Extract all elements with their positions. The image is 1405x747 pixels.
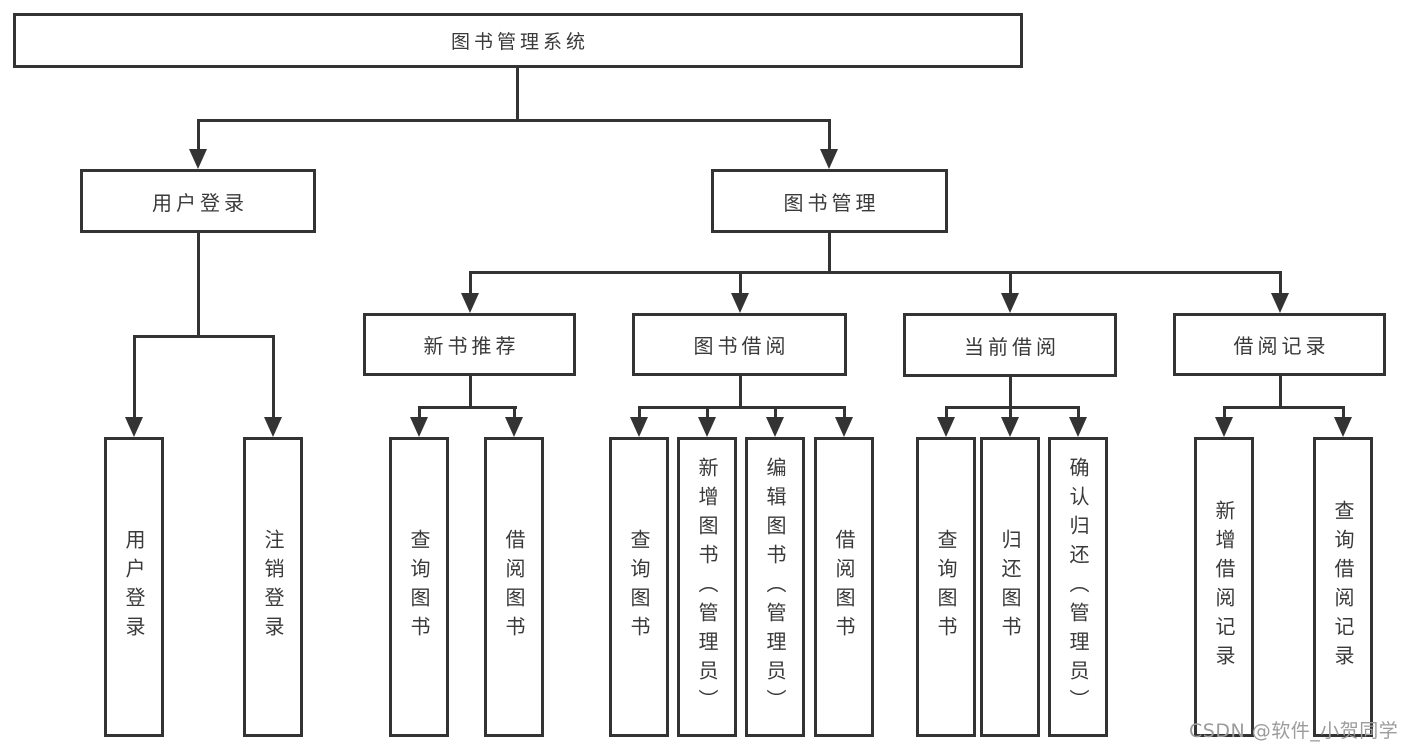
arrow-down-to-leaf-query-book-1	[410, 406, 428, 437]
connector-root-stem	[516, 68, 519, 122]
arrow-down-to-leaf-user-login	[125, 335, 143, 437]
arrow-down-to-leaf-query-book-3	[937, 406, 955, 437]
arrow-down-to-leaf-query-record	[1334, 406, 1352, 437]
connector-book-borrow-stem	[739, 376, 742, 407]
leaf-add-book-admin: 新增图书（管理员）	[677, 437, 737, 737]
node-book-borrowing: 图书借阅	[632, 313, 847, 376]
connector-current-borrow-crossbar	[945, 406, 1080, 409]
arrow-down-to-leaf-add-book	[698, 406, 716, 437]
arrow-down-to-leaf-return-book	[1001, 406, 1019, 437]
csdn-watermark: CSDN @软件_小贺同学	[1189, 720, 1399, 742]
leaf-add-borrow-record: 新增借阅记录	[1194, 437, 1254, 737]
node-new-book-recommend: 新书推荐	[363, 313, 576, 376]
connector-book-borrow-crossbar	[638, 406, 846, 409]
arrow-down-to-leaf-confirm-return	[1069, 406, 1087, 437]
arrow-down-to-borrow-records	[1271, 271, 1289, 313]
connector-book-mgmt-crossbar	[469, 271, 1282, 274]
connector-new-book-stem	[469, 376, 472, 407]
connector-borrow-record-stem	[1279, 376, 1282, 407]
connector-user-login-crossbar	[133, 335, 275, 338]
node-borrow-records: 借阅记录	[1173, 313, 1386, 376]
leaf-logout: 注销登录	[243, 437, 303, 737]
node-user-login: 用户登录	[80, 169, 316, 233]
connector-book-mgmt-stem	[828, 233, 831, 272]
connector-borrow-record-crossbar	[1223, 406, 1345, 409]
node-book-management: 图书管理	[711, 169, 948, 233]
connector-new-book-crossbar	[418, 406, 517, 409]
connector-current-borrow-stem	[1009, 377, 1012, 407]
arrow-down-to-new-book-recommend	[461, 271, 479, 313]
leaf-edit-book-admin: 编辑图书（管理员）	[745, 437, 805, 737]
arrow-down-to-leaf-query-book-2	[630, 406, 648, 437]
leaf-user-login: 用户登录	[104, 437, 164, 737]
leaf-borrow-book-recommend: 借阅图书	[484, 437, 544, 737]
node-current-borrowing: 当前借阅	[903, 313, 1117, 377]
connector-root-crossbar	[197, 119, 831, 122]
connector-user-login-stem	[197, 233, 200, 336]
arrow-down-to-book-borrowing	[731, 271, 749, 313]
leaf-confirm-return-admin: 确认归还（管理员）	[1048, 437, 1108, 737]
leaf-query-book-current: 查询图书	[916, 437, 976, 737]
arrow-down-to-leaf-logout	[264, 335, 282, 437]
leaf-query-book-recommend: 查询图书	[389, 437, 449, 737]
node-root-library-system: 图书管理系统	[13, 13, 1023, 68]
arrow-down-to-user-login	[189, 119, 207, 169]
arrow-down-to-leaf-borrow-book-2	[835, 406, 853, 437]
leaf-query-book-borrowing: 查询图书	[609, 437, 669, 737]
leaf-borrow-book: 借阅图书	[814, 437, 874, 737]
arrow-down-to-leaf-edit-book	[766, 406, 784, 437]
arrow-down-to-leaf-borrow-book-1	[505, 406, 523, 437]
arrow-down-to-leaf-add-record	[1215, 406, 1233, 437]
leaf-return-book: 归还图书	[980, 437, 1040, 737]
arrow-down-to-current-borrowing	[1001, 271, 1019, 313]
leaf-query-borrow-record: 查询借阅记录	[1313, 437, 1373, 737]
arrow-down-to-book-management	[820, 119, 838, 169]
